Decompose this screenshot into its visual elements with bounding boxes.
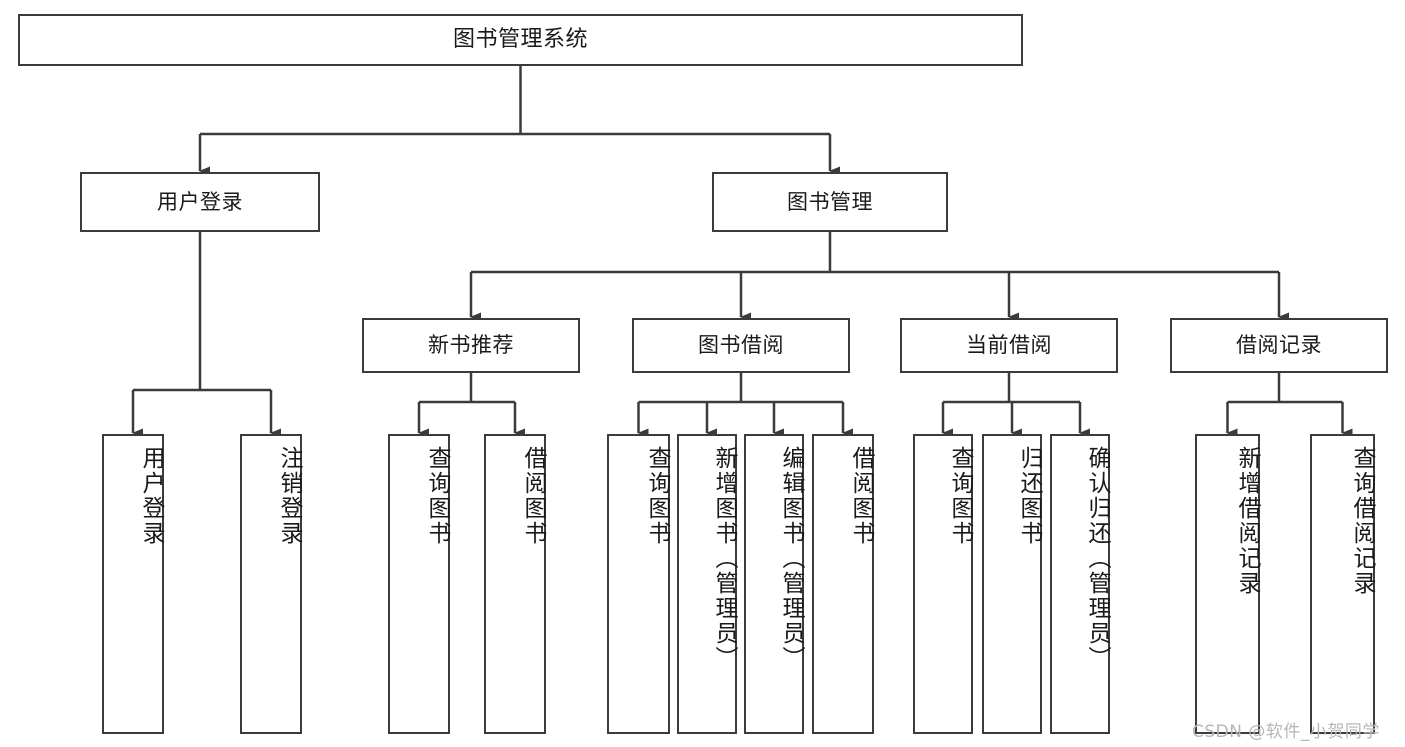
node-label: 用户登录 — [157, 189, 243, 214]
node-leaf-confirm-return[interactable]: 确认归还（管理员） — [1050, 434, 1110, 734]
watermark-credit: CSDN @软件_小贺同学 — [1192, 722, 1380, 742]
node-leaf-user-logout[interactable]: 注销登录 — [240, 434, 302, 734]
node-book-manage[interactable]: 图书管理 — [712, 172, 948, 232]
node-leaf-query-book-3[interactable]: 查询图书 — [913, 434, 973, 734]
node-label: 图书借阅 — [698, 333, 784, 358]
node-leaf-add-record[interactable]: 新增借阅记录 — [1195, 434, 1260, 734]
node-label: 查询借阅记录 — [1349, 446, 1375, 596]
node-label: 新书推荐 — [428, 333, 514, 358]
node-label: 新增图书（管理员） — [711, 446, 737, 671]
node-label: 归还图书 — [1016, 446, 1042, 546]
node-leaf-add-book[interactable]: 新增图书（管理员） — [677, 434, 737, 734]
node-current-borrow[interactable]: 当前借阅 — [900, 318, 1118, 373]
node-leaf-query-record[interactable]: 查询借阅记录 — [1310, 434, 1375, 734]
node-leaf-user-login[interactable]: 用户登录 — [102, 434, 164, 734]
node-label: 用户登录 — [138, 446, 164, 546]
node-label: 注销登录 — [276, 446, 302, 546]
node-label: 查询图书 — [947, 446, 973, 546]
node-user-login[interactable]: 用户登录 — [80, 172, 320, 232]
node-label: 当前借阅 — [966, 333, 1052, 358]
node-label: 查询图书 — [424, 446, 450, 546]
node-root[interactable]: 图书管理系统 — [18, 14, 1023, 66]
connector-lines — [131, 66, 1353, 438]
node-label: 查询图书 — [644, 446, 670, 546]
node-label: 图书管理系统 — [452, 27, 588, 53]
node-leaf-return-book[interactable]: 归还图书 — [982, 434, 1042, 734]
node-label: 确认归还（管理员） — [1084, 446, 1110, 671]
node-book-borrow[interactable]: 图书借阅 — [632, 318, 850, 373]
node-borrow-record[interactable]: 借阅记录 — [1170, 318, 1388, 373]
node-leaf-query-book-2[interactable]: 查询图书 — [607, 434, 670, 734]
node-label: 图书管理 — [787, 189, 873, 214]
node-label: 借阅记录 — [1236, 333, 1322, 358]
node-label: 借阅图书 — [848, 446, 874, 546]
node-leaf-query-book-1[interactable]: 查询图书 — [388, 434, 450, 734]
node-label: 新增借阅记录 — [1234, 446, 1260, 596]
node-leaf-edit-book[interactable]: 编辑图书（管理员） — [744, 434, 804, 734]
node-label: 借阅图书 — [520, 446, 546, 546]
node-new-book-rec[interactable]: 新书推荐 — [362, 318, 580, 373]
node-leaf-borrow-book-2[interactable]: 借阅图书 — [812, 434, 874, 734]
node-label: 编辑图书（管理员） — [778, 446, 804, 671]
node-leaf-borrow-book-1[interactable]: 借阅图书 — [484, 434, 546, 734]
